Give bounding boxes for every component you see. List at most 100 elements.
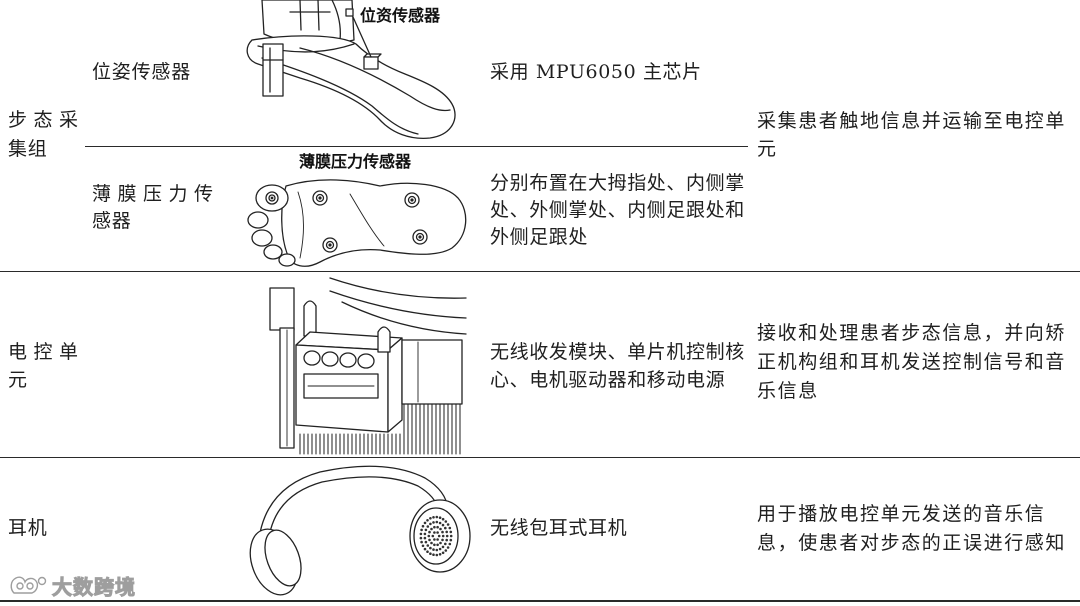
headband-outer — [257, 465, 449, 549]
grille-dot — [428, 538, 431, 542]
row-divider-sensors — [85, 146, 748, 147]
grille-dot — [428, 530, 431, 534]
grille-dot — [433, 538, 436, 541]
function-line: 接收和处理患者步态信息，并向矫 — [757, 322, 1067, 344]
category-line: 电控单 — [8, 341, 85, 363]
grille-dot — [449, 530, 453, 534]
grille-dot — [444, 549, 448, 552]
grille-dot — [430, 527, 433, 531]
mounting-post — [269, 287, 295, 331]
grille-dot — [438, 521, 442, 525]
cuff-strap-line — [299, 0, 302, 31]
composition-line: 采用 MPU6050 主芯片 — [490, 61, 702, 83]
indicator-knob — [303, 350, 321, 366]
housing-rim-mid — [329, 290, 467, 319]
pressure-sensor-outer-forefoot — [322, 237, 338, 253]
category-line: 步态采 — [8, 109, 85, 131]
grille-dot — [426, 525, 430, 528]
grille-dot — [444, 542, 447, 546]
composition-control-unit: 无线收发模块、单片机控制核 心、电机驱动器和移动电源 — [490, 338, 745, 394]
pose-sensor-marker — [345, 8, 354, 17]
grille-dot — [424, 528, 428, 532]
grille-dot — [436, 543, 439, 547]
grille-dot — [429, 517, 432, 520]
grille-dot — [436, 538, 439, 541]
component-name-pose-sensor: 位姿传感器 — [92, 58, 191, 86]
grille-dot — [429, 522, 432, 526]
composition-line: 处、外侧掌处、内侧足跟处和 — [490, 199, 745, 221]
indicator-knob — [357, 353, 375, 369]
housing-wall — [401, 339, 463, 405]
shoe-body — [246, 35, 456, 139]
watermark-text: 大数跨境 — [52, 574, 136, 599]
pressure-sensor-big-toe — [265, 191, 279, 205]
grille-dot — [421, 524, 425, 528]
grille-dot — [427, 534, 431, 538]
film-pressure-sensor-figure-label: 薄膜压力传感器 — [299, 152, 412, 171]
row-divider-control-headphones — [0, 457, 1080, 458]
function-control-unit: 接收和处理患者步态信息，并向矫 正机构组和耳机发送控制信号和音 乐信息 — [757, 319, 1066, 406]
category-gait-acquisition-group: 步态采 集组 — [8, 106, 85, 164]
grille-dot — [444, 520, 448, 523]
grille-dot — [448, 542, 452, 546]
grille-dot — [435, 553, 439, 557]
grille-dot — [435, 548, 439, 552]
function-line: 乐信息 — [757, 380, 819, 402]
antenna-peg — [303, 300, 317, 337]
component-name-film-pressure-sensor: 薄膜压力传 感器 — [92, 181, 220, 235]
function-gait-acquisition-group: 采集患者触地信息并运输至电控单 元 — [757, 107, 1066, 163]
grille-dot — [439, 541, 442, 545]
grille-dot — [446, 523, 450, 526]
housing-rim-inner — [341, 301, 467, 335]
category-headphones: 耳机 — [8, 514, 48, 542]
grille-dot — [436, 531, 439, 534]
antenna-peg — [377, 326, 391, 353]
grille-dot — [431, 534, 435, 538]
foot-arch-line — [349, 193, 385, 247]
pose-sensor-figure-label: 位资传感器 — [360, 6, 441, 25]
category-line: 耳机 — [8, 517, 48, 539]
category-control-unit: 电控单 元 — [8, 338, 85, 394]
toe — [278, 253, 296, 267]
grille-dot — [438, 547, 442, 551]
category-line: 集组 — [8, 138, 48, 160]
grille-dot — [432, 548, 435, 551]
toe — [247, 211, 269, 229]
grille-dot — [441, 551, 445, 555]
grille-dot — [429, 546, 432, 550]
pressure-sensor-outer-heel — [412, 229, 428, 245]
grille-dot — [423, 547, 427, 551]
function-line: 用于播放电控单元发送的音乐信 — [757, 503, 1046, 525]
grille-dot — [445, 534, 449, 538]
headband-inner — [267, 476, 439, 546]
grille-dot — [426, 519, 429, 522]
grille-dot — [420, 528, 423, 532]
speaker-grille — [419, 515, 453, 557]
grille-dot — [433, 531, 436, 534]
grille-dot — [441, 517, 445, 521]
component-name-line: 位姿传感器 — [92, 61, 192, 83]
composition-line: 无线包耳式耳机 — [490, 517, 628, 539]
control-box-side — [387, 337, 403, 433]
grille-dot — [419, 536, 423, 540]
grille-dot — [436, 525, 439, 529]
composition-pose-sensor: 采用 MPU6050 主芯片 — [490, 58, 702, 86]
composition-line: 外侧足跟处 — [490, 226, 589, 248]
grille-dot — [441, 530, 444, 534]
grille-dot — [438, 516, 442, 519]
shoe-with-pose-sensor-icon: 位资传感器 — [246, 0, 456, 139]
housing-rim-outer — [329, 277, 467, 299]
shoe-welt-line — [261, 57, 419, 135]
pose-sensor-box — [363, 56, 379, 70]
grille-dot — [438, 553, 442, 556]
grille-dot — [426, 544, 430, 547]
grille-dot — [421, 544, 425, 548]
pressure-sensor-inner-heel — [404, 192, 420, 208]
component-name-line: 薄膜压力传 — [92, 183, 220, 205]
composition-line: 无线收发模块、单片机控制核 — [490, 341, 745, 363]
grille-dot — [423, 536, 427, 540]
grille-dot — [441, 534, 445, 538]
grille-dot — [448, 526, 452, 530]
grille-dot — [424, 540, 428, 544]
